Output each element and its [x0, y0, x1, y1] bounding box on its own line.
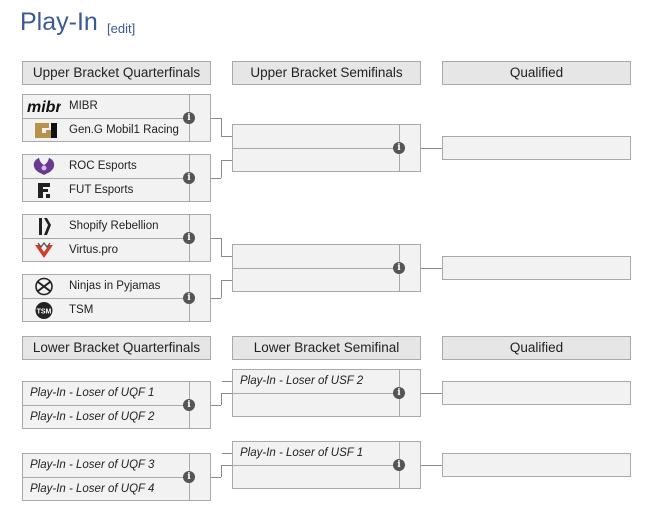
bracket-line	[211, 118, 221, 119]
match-info-icon[interactable]: i	[183, 112, 195, 124]
team-name: Gen.G Mobil1 Racing	[69, 124, 179, 136]
qualified-slot-3	[442, 381, 631, 405]
bracket-line	[221, 160, 222, 178]
header-qualified-upper: Qualified	[442, 61, 631, 85]
team-row[interactable]: Play-In - Loser of UQF 4	[23, 478, 189, 501]
bracket-line	[211, 298, 221, 299]
team-name: Shopify Rebellion	[69, 220, 159, 232]
edit-link[interactable]: [edit]	[107, 21, 136, 36]
ubsf-match-2[interactable]	[232, 244, 421, 292]
team-row[interactable]: Shopify Rebellion	[23, 215, 189, 239]
team-name: Play-In - Loser of UQF 4	[30, 483, 155, 495]
match-info-icon[interactable]: i	[183, 399, 195, 411]
bracket-line	[211, 405, 221, 406]
team-name: TSM	[69, 304, 94, 316]
ubqf-match-1[interactable]: mibr MIBR Gen.G Mobil1 Racing	[22, 94, 211, 142]
lbsf-match-1[interactable]: Play-In - Loser of USF 2	[232, 369, 421, 417]
team-row[interactable]: Ninjas in Pyjamas	[23, 275, 189, 299]
header-qualified-lower: Qualified	[442, 336, 631, 360]
match-info-icon[interactable]: i	[183, 172, 195, 184]
lbsf-match-2[interactable]: Play-In - Loser of USF 1	[232, 441, 421, 489]
bracket-line	[221, 465, 222, 477]
team-row[interactable]: Gen.G Mobil1 Racing	[23, 119, 189, 142]
lbqf-match-2[interactable]: Play-In - Loser of UQF 3 Play-In - Loser…	[22, 453, 211, 501]
team-row[interactable]: Play-In - Loser of UQF 1	[23, 382, 189, 406]
bracket-line	[221, 280, 222, 298]
team-row[interactable]	[233, 394, 399, 417]
geng-logo-icon	[35, 123, 57, 138]
bracket-line	[211, 477, 221, 478]
virtuspro-logo-icon	[35, 241, 53, 258]
match-info-icon[interactable]: i	[183, 292, 195, 304]
bracket-line	[421, 465, 442, 466]
team-row[interactable]: Play-In - Loser of UQF 2	[23, 406, 189, 429]
bracket-line	[221, 136, 232, 137]
bracket-line	[211, 178, 221, 179]
match-info-icon[interactable]: i	[393, 387, 405, 399]
fut-logo-icon	[38, 183, 50, 198]
team-name: Play-In - Loser of USF 2	[240, 375, 364, 387]
match-info-icon[interactable]: i	[393, 142, 405, 154]
team-row[interactable]: ROC Esports	[23, 155, 189, 179]
ubsf-match-1[interactable]	[232, 124, 421, 172]
bracket-line	[421, 148, 442, 149]
match-info-icon[interactable]: i	[183, 232, 195, 244]
match-info-icon[interactable]: i	[183, 471, 195, 483]
roc-logo-icon	[33, 158, 55, 175]
team-row[interactable]: Virtus.pro	[23, 239, 189, 262]
bracket-line	[221, 118, 222, 136]
team-row[interactable]	[233, 149, 399, 172]
team-name: Ninjas in Pyjamas	[69, 280, 161, 292]
bracket-line	[221, 393, 222, 405]
team-name: Play-In - Loser of UQF 1	[30, 387, 155, 399]
ubqf-match-4[interactable]: Ninjas in Pyjamas TSM TSM	[22, 274, 211, 322]
bracket-line	[221, 465, 232, 466]
bracket-line	[221, 160, 232, 161]
shopify-rebellion-logo-icon	[39, 218, 51, 235]
bracket-line	[221, 256, 232, 257]
bracket-line	[211, 238, 221, 239]
bracket-line	[421, 393, 442, 394]
match-info-icon[interactable]: i	[393, 459, 405, 471]
qualified-slot-1	[442, 136, 631, 160]
team-row[interactable]: FUT Esports	[23, 179, 189, 202]
lbqf-match-1[interactable]: Play-In - Loser of UQF 1 Play-In - Loser…	[22, 381, 211, 429]
team-name: Play-In - Loser of UQF 2	[30, 411, 155, 423]
mibr-logo-icon: mibr	[27, 99, 61, 116]
match-info-icon[interactable]: i	[393, 262, 405, 274]
team-row[interactable]	[233, 269, 399, 292]
team-row[interactable]: TSM TSM	[23, 299, 189, 322]
team-row[interactable]	[233, 245, 399, 269]
team-name: Play-In - Loser of UQF 3	[30, 459, 155, 471]
team-name: Virtus.pro	[69, 244, 119, 256]
nip-logo-icon	[35, 277, 53, 296]
bracket-line	[221, 238, 222, 256]
team-name: ROC Esports	[69, 160, 137, 172]
team-row[interactable]	[233, 125, 399, 149]
svg-text:mibr: mibr	[27, 99, 61, 116]
header-ubsf: Upper Bracket Semifinals	[232, 61, 421, 85]
team-row[interactable]: Play-In - Loser of USF 1	[233, 442, 399, 466]
bracket-line	[222, 381, 232, 382]
page-title: Play-In	[20, 8, 98, 36]
svg-text:TSM: TSM	[37, 309, 52, 316]
bracket-line	[222, 453, 232, 454]
team-row[interactable]	[233, 466, 399, 489]
bracket-line	[221, 393, 232, 394]
ubqf-match-2[interactable]: ROC Esports FUT Esports	[22, 154, 211, 202]
team-row[interactable]: mibr MIBR	[23, 95, 189, 119]
team-row[interactable]: Play-In - Loser of UQF 3	[23, 454, 189, 478]
qualified-slot-2	[442, 256, 631, 280]
qualified-slot-4	[442, 453, 631, 477]
team-name: MIBR	[69, 100, 98, 112]
team-row[interactable]: Play-In - Loser of USF 2	[233, 370, 399, 394]
tsm-logo-icon: TSM	[35, 302, 53, 319]
header-lbsf: Lower Bracket Semifinal	[232, 336, 421, 360]
header-lbqf: Lower Bracket Quarterfinals	[22, 336, 211, 360]
header-ubqf: Upper Bracket Quarterfinals	[22, 61, 211, 85]
team-name: Play-In - Loser of USF 1	[240, 447, 364, 459]
bracket-line	[221, 280, 232, 281]
team-name: FUT Esports	[69, 184, 134, 196]
bracket-line	[421, 268, 442, 269]
